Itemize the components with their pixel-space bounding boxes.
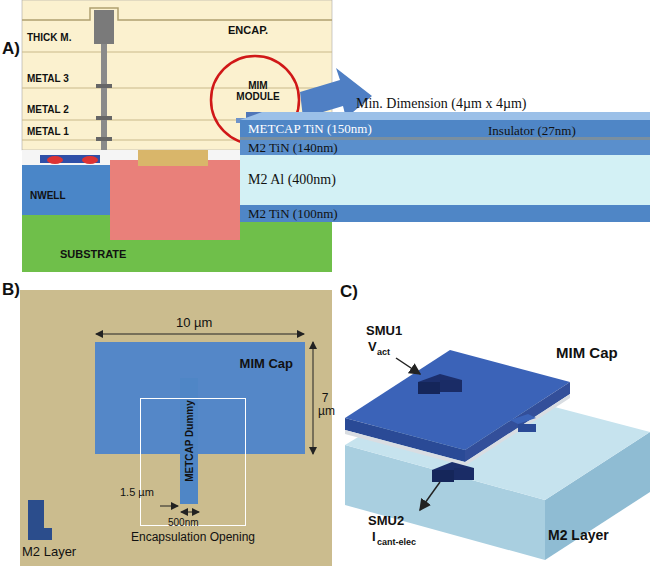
- node-text: METCAP TiN (150nm): [240, 120, 650, 137]
- node-text: M2 Al (400nm): [240, 155, 650, 205]
- dummy-bar: METCAP Dummy: [180, 378, 198, 504]
- signal-name: V: [368, 340, 377, 354]
- layer-name: M2 Layer: [22, 545, 76, 559]
- encapsulation-opening: Encapsulation Opening: [140, 398, 246, 526]
- dimension-note: Min. Dimension (4µm x 4µm): [356, 96, 527, 111]
- layer-name: ENCAP.: [228, 24, 268, 36]
- layer-band: M2 TiN (140nm): [240, 140, 650, 155]
- node-text: Encapsulation Opening: [131, 530, 255, 544]
- node-text: METCAP Dummy: [184, 400, 195, 482]
- node-text: M2 TiN (140nm): [240, 140, 650, 155]
- signal-subscript: act: [377, 348, 390, 358]
- layer-band: M2 TiN (100nm): [240, 205, 650, 222]
- region-name: SUBSTRATE: [60, 248, 126, 260]
- signal-subscript: cant-elec: [377, 538, 416, 548]
- module-name: MIM MODULE: [234, 80, 282, 102]
- probe-name: SMU1: [366, 324, 402, 338]
- layer-name: M2 Layer: [548, 528, 609, 543]
- node-text: MIM Cap: [240, 356, 293, 371]
- dimension: 10 µm: [176, 316, 212, 330]
- layer-name: Insulator (27nm): [488, 124, 576, 138]
- dimension: 1.5 µm: [120, 486, 154, 498]
- panel-letter: C): [340, 283, 358, 302]
- dimension: 7 µm: [318, 392, 332, 418]
- signal-name: I: [372, 530, 376, 544]
- probe-name: SMU2: [368, 514, 404, 528]
- layer-name: THICK M.: [27, 32, 71, 43]
- dimension: 500nm: [168, 517, 199, 528]
- panel-letter: B): [2, 281, 20, 300]
- part-name: MIM Cap: [556, 345, 618, 362]
- node-text: M2 TiN (100nm): [240, 205, 650, 222]
- region-name: NWELL: [30, 190, 66, 201]
- layer-band: METCAP TiN (150nm): [240, 120, 650, 137]
- layer-band: M2 Al (400nm): [240, 155, 650, 205]
- layer-name: METAL 1: [27, 126, 69, 137]
- layer-name: METAL 3: [27, 73, 69, 84]
- layer-name: METAL 2: [27, 104, 69, 115]
- panel-letter: A): [2, 40, 20, 59]
